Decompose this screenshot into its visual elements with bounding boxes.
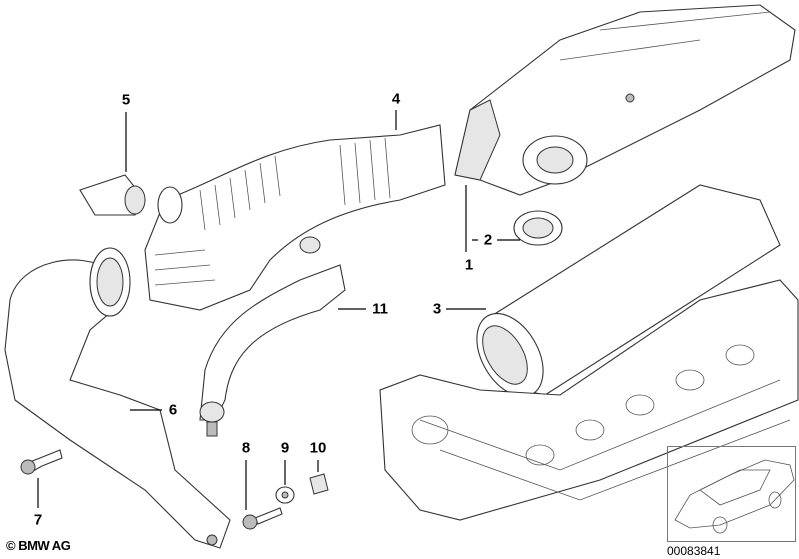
air-duct-part[interactable] [4,247,231,549]
intake-cover-part[interactable] [454,4,796,196]
callout-10[interactable]: 10 [309,439,327,457]
callout-8[interactable]: 8 [241,439,251,457]
callout-1[interactable]: 1 [464,256,474,274]
document-number: 00083841 [667,544,721,558]
screw-part[interactable] [242,507,283,530]
washer-part[interactable] [275,486,295,504]
seal-ring-part[interactable] [513,210,563,246]
intake-hose-part[interactable] [144,124,446,311]
bolt-part[interactable] [20,449,63,475]
callout-5[interactable]: 5 [121,91,131,109]
vent-hose-part[interactable] [199,264,346,437]
callout-11[interactable]: 11 [372,300,388,318]
clip-nut-part[interactable] [309,473,329,495]
car-thumbnail [674,459,795,534]
callout-3[interactable]: 3 [432,300,442,318]
rubber-boot-part[interactable] [79,174,146,216]
air-filter-element-part[interactable] [463,184,781,408]
cylinder-head-cover-part [379,279,799,521]
vehicle-reference-box [667,446,796,542]
callout-7[interactable]: 7 [33,511,43,529]
callout-4[interactable]: 4 [391,90,401,108]
leader-lines [37,110,520,510]
callout-2[interactable]: 2 [483,231,493,249]
callout-6[interactable]: 6 [168,401,178,419]
copyright-notice: © BMW AG [6,538,71,553]
callout-9[interactable]: 9 [280,439,290,457]
